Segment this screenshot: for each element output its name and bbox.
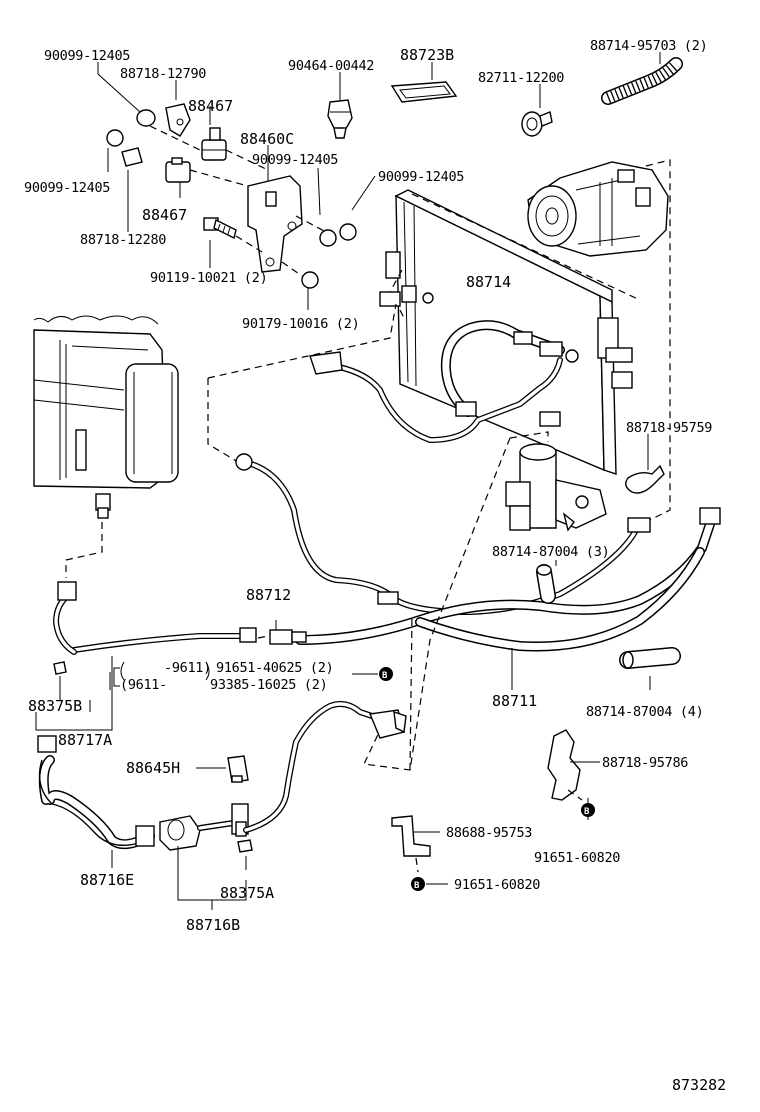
- label-88714-95703: 88714-95703 (2): [590, 38, 707, 54]
- bracket-88718-95786-icon: [547, 729, 600, 820]
- label-88718-12280: 88718-12280: [80, 232, 166, 248]
- label-88717a: 88717A: [58, 731, 112, 749]
- label-91651-60820-a: 91651-60820: [534, 850, 620, 866]
- label-88460c: 88460C: [240, 130, 294, 148]
- label-88716e: 88716E: [80, 871, 134, 889]
- diagram-number: 873282: [672, 1076, 726, 1094]
- date-range-bracket-right: [205, 661, 210, 681]
- label-88714-87004-4: 88714-87004 (4): [586, 704, 703, 720]
- label-91651-60820-b: 91651-60820: [454, 877, 540, 893]
- nut-90099-b-icon: [339, 223, 357, 241]
- nut-90179-icon: [301, 271, 319, 289]
- label-88718-95759: 88718-95759: [626, 420, 712, 436]
- hose-88714-87004-3-icon: [536, 560, 557, 604]
- label-88716b: 88716B: [186, 916, 240, 934]
- bolt-mark-b-1-label: B: [382, 671, 388, 681]
- label-82711-12200: 82711-12200: [478, 70, 564, 86]
- label-88375a: 88375A: [220, 884, 274, 902]
- label-88645h: 88645H: [126, 759, 180, 777]
- clamp-88718-95759-icon: [625, 434, 665, 494]
- label-88714: 88714: [466, 273, 511, 291]
- hose-88714-87004-4-icon: [619, 647, 681, 690]
- label-88718-12790: 88718-12790: [120, 66, 206, 82]
- pad-88723b-icon: [390, 81, 458, 103]
- hoses: [53, 303, 721, 771]
- bracket-88460c-icon: [247, 175, 303, 273]
- label-88467-b: 88467: [142, 206, 187, 224]
- label-88375b: 88375B: [28, 697, 82, 715]
- bolt-mark-b-2-label: B: [584, 807, 590, 817]
- top-small-parts: [327, 52, 683, 139]
- lower-right-parts: [391, 729, 600, 873]
- label-88467-a: 88467: [188, 97, 233, 115]
- bolt-mark-b-2-icon: [581, 803, 595, 817]
- grommet-88467-lower-icon: [165, 157, 191, 183]
- bolt-90119-icon: [203, 217, 237, 240]
- label-90099-12405-d: 90099-12405: [378, 169, 464, 185]
- clamp-88718-12280-icon: [121, 147, 143, 167]
- label-93385-16025: 93385-16025 (2): [210, 677, 327, 693]
- label-88711: 88711: [492, 692, 537, 710]
- bolt-markers: B B B: [352, 667, 595, 891]
- label-88712: 88712: [246, 586, 291, 604]
- bolt-mark-b-3-label: B: [414, 881, 420, 891]
- label-90099-12405-a: 90099-12405: [44, 48, 130, 64]
- label-90179-10016: 90179-10016 (2): [242, 316, 359, 332]
- clip-90464-icon: [327, 99, 353, 139]
- evaporator-unit-icon: [33, 315, 179, 578]
- label-90464-00442: 90464-00442: [288, 58, 374, 74]
- part-labels: 90099-12405 88718-12790 88467 90099-1240…: [24, 38, 726, 1094]
- nut-90099-a-icon: [319, 229, 337, 247]
- label-9611-end: -9611): [164, 660, 211, 676]
- label-9611-start: (9611-: [120, 677, 167, 693]
- label-90099-12405-c: 90099-12405: [252, 152, 338, 168]
- label-88688-95753: 88688-95753: [446, 825, 532, 841]
- label-88718-95786: 88718-95786: [602, 755, 688, 771]
- corrugated-tube-88714-95703-icon: [601, 57, 683, 105]
- receiver-assembly-icon: [505, 443, 607, 532]
- label-88714-87004-3: 88714-87004 (3): [492, 544, 609, 560]
- bracket-88688-95753-icon: [391, 815, 440, 873]
- fitting-88716b-icon: [159, 803, 253, 853]
- bolt-mark-b-1-icon: [379, 667, 393, 681]
- clamp-82711-icon: [521, 111, 553, 137]
- pressure-switch-88645h-icon: [196, 755, 249, 783]
- label-88723b: 88723B: [400, 46, 454, 64]
- label-90119-10021: 90119-10021 (2): [150, 270, 267, 286]
- bolt-mark-b-3-icon: [411, 877, 425, 891]
- compressor-icon: [527, 159, 671, 521]
- label-91651-40625: 91651-40625 (2): [216, 660, 333, 676]
- date-range-bracket: [120, 661, 125, 681]
- lower-hoses: [35, 656, 407, 910]
- clip-90099-left-icon: [106, 129, 124, 147]
- bracket-assembly: [97, 62, 376, 310]
- label-90099-12405-b: 90099-12405: [24, 180, 110, 196]
- clip-90099-icon: [136, 109, 156, 127]
- grommet-88467-top-icon: [201, 127, 227, 161]
- condenser-icon: [379, 189, 641, 475]
